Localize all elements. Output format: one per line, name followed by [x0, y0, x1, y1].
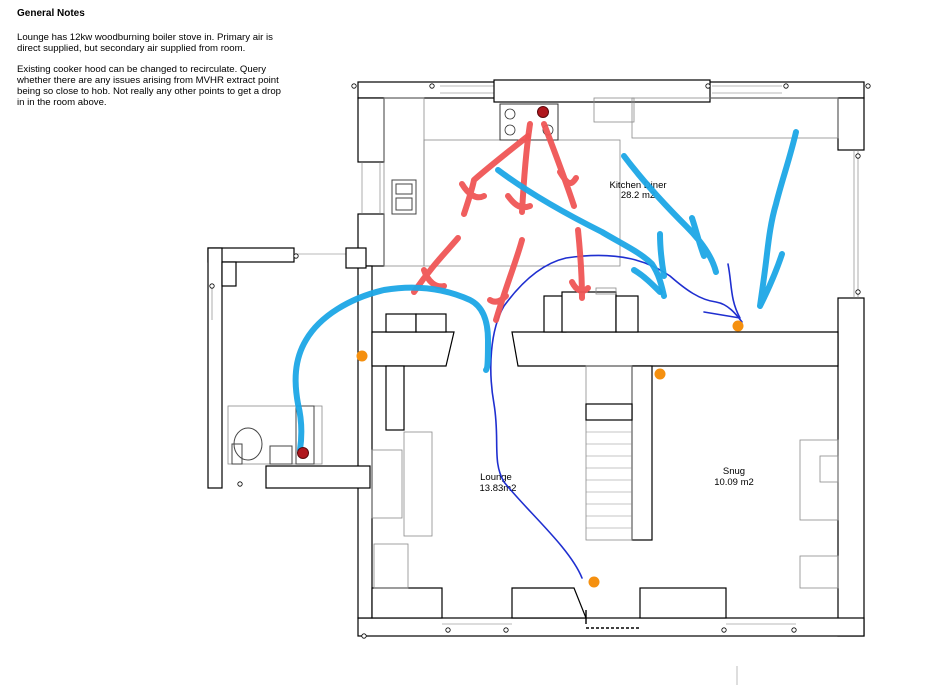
extract-point-hob: [537, 106, 549, 118]
kitchen-name-label: Kitchen Diner: [609, 180, 666, 191]
supply-arrow-kitchen-right: [621, 153, 719, 275]
kitchen-fixtures: [371, 97, 839, 589]
notes-heading: General Notes: [17, 8, 85, 19]
notes-line: in in the room above.: [17, 97, 107, 108]
kitchen-area-label: 28.2 m2: [621, 190, 655, 201]
supply-point-lounge-west: [356, 350, 368, 362]
supply-arrows: [292, 129, 799, 453]
supply-arrow-kitchen-far-right: [757, 129, 799, 309]
snug-name-label: Snug: [723, 466, 745, 477]
supply-arrow-kitchen-inner: [631, 267, 663, 295]
lounge-area-label: 13.83m2: [480, 483, 517, 494]
lounge-name-label: Lounge: [480, 472, 512, 483]
extract-arrow-lower-left: [411, 235, 461, 295]
extract-arrow-upper-center: [505, 121, 533, 215]
supply-point-lounge-east: [654, 368, 666, 380]
extract-point-bathroom: [297, 447, 309, 459]
window-markers: [209, 83, 871, 639]
extract-arrow-upper-left: [459, 133, 531, 217]
extract-arrow-upper-right: [541, 121, 579, 209]
air-path-kitchen-east: [703, 263, 741, 319]
markers: [297, 106, 744, 588]
air-path-lounge-to-kitchen: [490, 254, 743, 579]
snug-area-label: 10.09 m2: [714, 477, 754, 488]
extract-arrow-lower-center: [487, 237, 525, 323]
supply-point-kitchen: [732, 320, 744, 332]
notes-paragraph-hood: Existing cooker hood can be changed to r…: [17, 64, 327, 108]
air-path-lines: [490, 254, 743, 579]
extract-arrow-lower-right: [569, 227, 591, 301]
supply-point-lounge-south: [588, 576, 600, 588]
supply-arrow-kitchen-diagonal: [495, 167, 667, 299]
extension-walls: [207, 247, 371, 489]
internal-walls: [371, 331, 839, 625]
supply-arrow-bathroom-to-lounge: [292, 284, 491, 453]
notes-line: Lounge has 12kw woodburning boiler stove…: [17, 32, 273, 43]
door-marker: [585, 610, 640, 629]
extract-arrows: [411, 121, 591, 323]
notes-line: whether there are any issues arising fro…: [17, 75, 279, 86]
notes-line: Existing cooker hood can be changed to r…: [17, 64, 267, 75]
room-labels: Kitchen Diner 28.2 m2 Lounge 13.83m2 Snu…: [480, 180, 754, 494]
notes-line: being so close to hob. Not really any ot…: [17, 86, 281, 97]
general-notes: General Notes Lounge has 12kw woodburnin…: [17, 8, 327, 118]
notes-line: direct supplied, but secondary air suppl…: [17, 43, 246, 54]
notes-paragraph-stove: Lounge has 12kw woodburning boiler stove…: [17, 32, 327, 54]
